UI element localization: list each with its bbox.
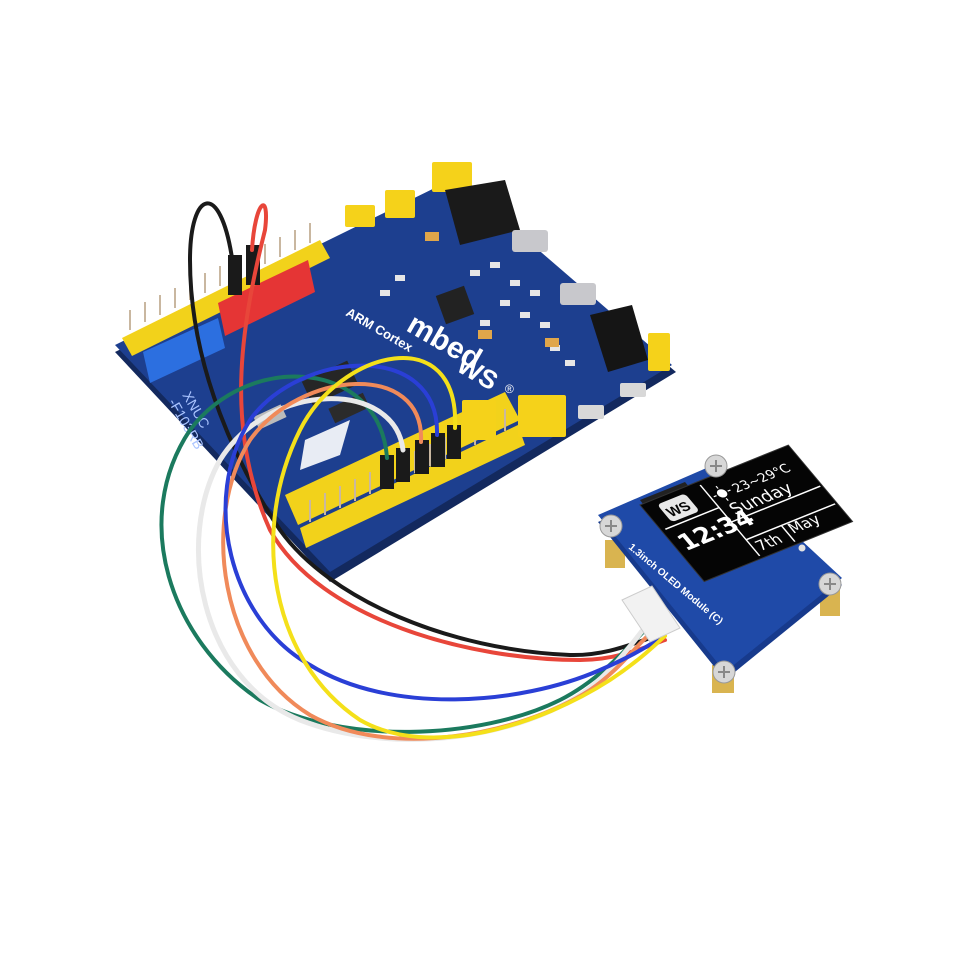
oled-logo-icon [658,494,698,522]
sun-icon [713,485,731,501]
mbed-board: mbed ARM Cortex WS ® XNUC -F103RB [115,162,676,582]
wire-yellow [271,356,667,740]
jumper-wires [159,201,667,742]
reset-button [620,383,646,397]
st-logo [300,420,350,470]
oled-day: 7th [751,531,786,554]
dc-jack [445,180,520,245]
oled-module: WS 12:34 23~29°C Sunday May 7th 1.3inch … [598,444,854,693]
wire-blue [223,363,662,702]
oled-screen: WS 12:34 23~29°C Sunday May 7th [639,444,854,583]
registered-mark: ® [505,382,514,396]
usb-port-1 [512,230,548,252]
wire-black [187,201,662,658]
red-header [218,260,315,336]
mounting-screws [599,454,842,684]
swd-header [590,305,648,372]
wire-red [239,203,667,663]
wire-green [159,374,652,734]
blue-header [143,318,225,383]
oled-connector [621,585,681,643]
mcu-chip [435,285,475,325]
user-button [578,405,604,419]
usb-port-2 [560,283,596,305]
